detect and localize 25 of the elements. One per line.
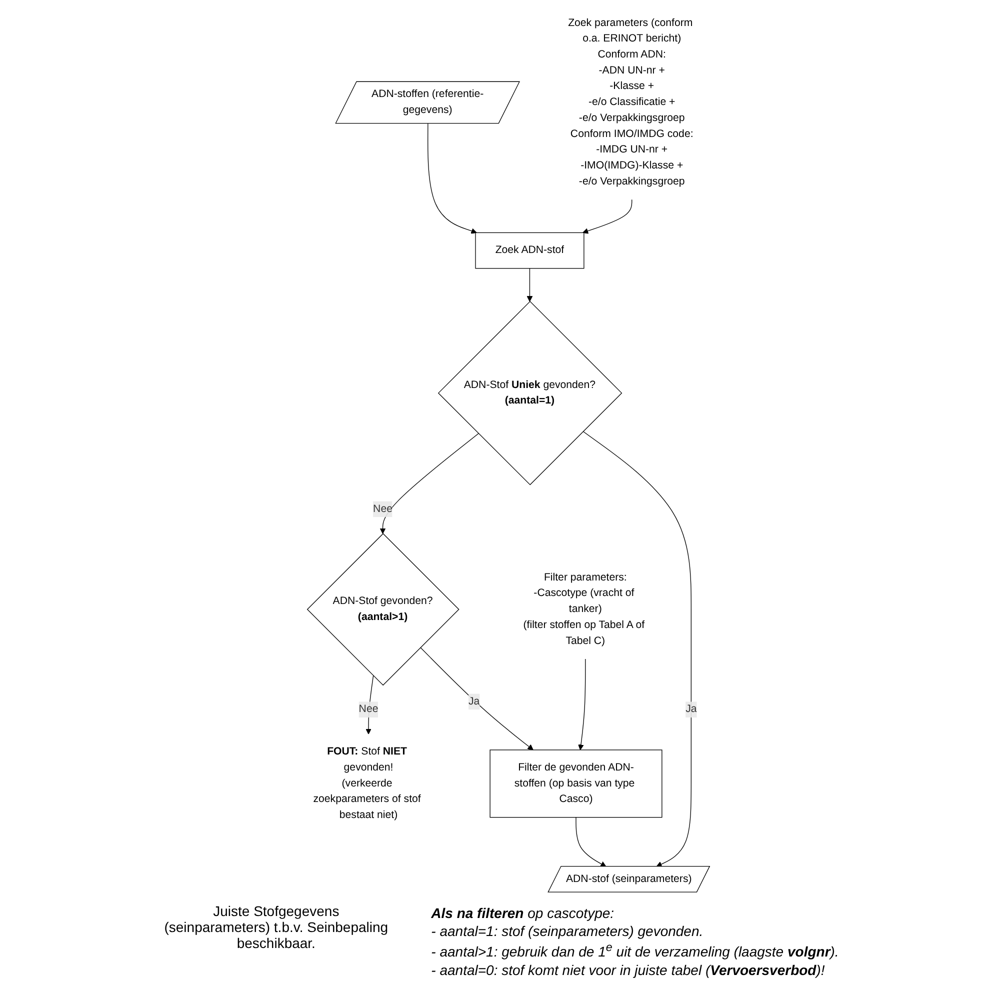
node-text: Filter parameters: -Cascotype (vracht of tanker) (filter stoffen op Tabel A of Tabel C) — [523, 572, 644, 646]
result-note: Juiste Stofgegevens (seinparameters) t.b.v. Seinbepaling beschikbaar. — [163, 903, 390, 952]
edge-label: Ja — [468, 696, 480, 707]
note-text: Als na filteren op cascotype: — [431, 905, 616, 922]
edge-label: Ja — [685, 704, 697, 715]
arrow — [575, 817, 606, 867]
arrow — [578, 658, 586, 750]
arrow — [420, 647, 534, 750]
edge-label: Nee — [372, 503, 392, 514]
edge-label: Nee — [358, 704, 378, 715]
note-text: - aantal=1: stof (seinparameters) gevonden. — [431, 923, 704, 940]
arrow — [526, 268, 532, 302]
arrow — [365, 675, 374, 734]
node-box: Filter de gevonden ADN-stoffen (op basis van type Casco) — [490, 750, 662, 818]
note-text: - aantal=0: stof komt niet voor in juiste tabel (Vervoersverbod)! — [431, 962, 826, 978]
arrow — [582, 431, 692, 867]
node-text: Zoek parameters (conform o.a. ERINOT bericht) Conform ADN: -ADN UN-nr + -Klasse + -e/o Classificatie + -e/o Verpakkingsgroep Conform IMO/IMDG code: -IMDG UN-nr + -IMO(IMDG)-Klasse + -e/o Verpakkingsgroep — [568, 17, 694, 188]
arrow — [427, 123, 477, 234]
node-text: FOUT: Stof NIET gevonden! (verkeerde zoekparameters of stof bestaat niet) — [313, 746, 421, 821]
node-diamond: ADN-Stof Uniek gevonden? (aantal=1) — [438, 300, 622, 486]
node-box: Zoek ADN-stof — [474, 232, 584, 269]
node-diamond: ADN-Stof gevonden? (aantal>1) — [306, 533, 460, 686]
arrow — [380, 433, 479, 534]
arrow — [582, 199, 632, 234]
note-text: - aantal>1: gebruik dan de 1$^{e}$ uit de verzameling (laagste volgnr). — [431, 941, 839, 960]
